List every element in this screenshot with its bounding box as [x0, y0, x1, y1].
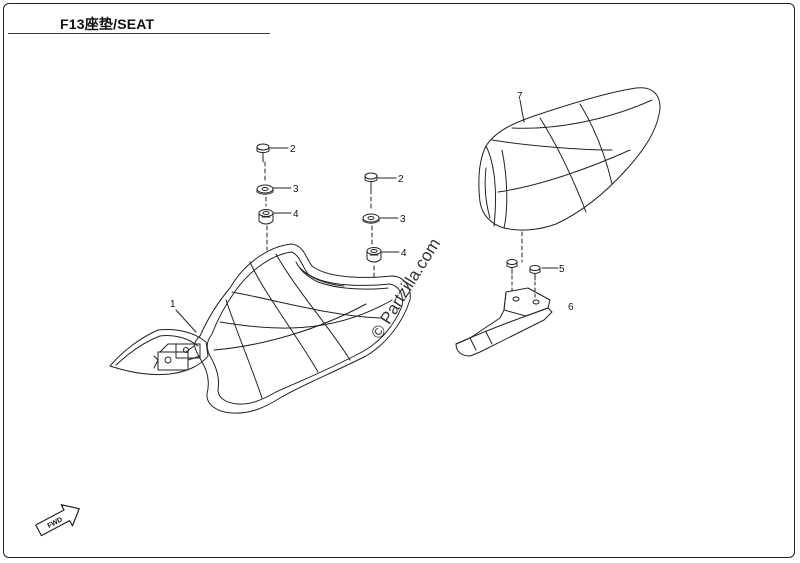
bolt-part-2-left[interactable] [256, 143, 270, 163]
callout-2-right: 2 [398, 174, 404, 185]
callout-4-left: 4 [293, 209, 299, 220]
callout-labels: 1 2 3 4 2 3 4 5 6 7 [170, 91, 574, 313]
callout-4-right: 4 [401, 248, 407, 259]
callout-3-left: 3 [293, 184, 299, 195]
diagram-title: F13座垫/SEAT [60, 16, 155, 32]
grommet-part-4-left[interactable] [258, 209, 274, 225]
bolt-part-2-right[interactable] [364, 172, 378, 191]
seat-bracket-part-6[interactable] [455, 287, 553, 357]
callout-3-right: 3 [400, 214, 406, 225]
callout-6: 6 [568, 302, 574, 313]
left-stack-centerline [264, 161, 268, 251]
screw-part-5-left[interactable] [506, 259, 518, 275]
right-stack-centerline [370, 189, 375, 281]
callout-7: 7 [517, 91, 523, 102]
screw-centerlines [511, 275, 536, 299]
sheet-border [3, 3, 795, 558]
callout-2-left: 2 [290, 144, 296, 155]
grommet-part-4-right[interactable] [366, 247, 382, 263]
title-underline [8, 33, 270, 34]
washer-part-3-right[interactable] [362, 213, 380, 224]
washer-part-3-left[interactable] [256, 184, 274, 195]
callout-5: 5 [559, 264, 565, 275]
rider-seat-part-1[interactable] [109, 243, 411, 414]
callout-leaders [175, 99, 559, 333]
passenger-seat-part-7[interactable] [478, 87, 661, 231]
fwd-direction-arrow: FWD [35, 504, 80, 537]
callout-1: 1 [170, 299, 176, 310]
screw-part-5-right[interactable] [529, 265, 541, 281]
